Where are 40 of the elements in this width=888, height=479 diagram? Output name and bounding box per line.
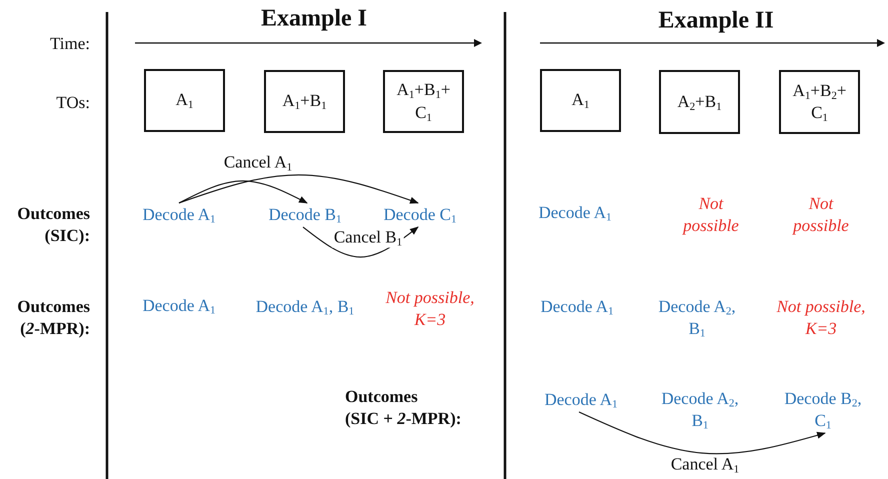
process-box xyxy=(779,70,860,134)
outcome-text: Decode B$_{1}$ xyxy=(250,204,360,226)
box-label: A$_{1}$+B$_{2}$+ C$_{1}$ xyxy=(792,80,848,124)
arrow xyxy=(578,412,826,454)
outcome-note: Not possible, K=3 xyxy=(384,286,476,331)
outcome-note: Not possible xyxy=(791,192,850,237)
box-label: A$_{1}$ xyxy=(176,89,194,112)
box-label: A$_{1}$+B$_{1}$+ C$_{1}$ xyxy=(396,79,452,124)
outcome-note: Not possible xyxy=(681,192,740,237)
row-label: Outcomes (SIC + 2-MPR): xyxy=(345,386,462,430)
section-heading: Example I xyxy=(260,4,368,34)
row-label: Time: xyxy=(48,32,90,55)
edge-label: Cancel B$_{1}$ xyxy=(332,228,404,248)
outcome-note: Not possible, K=3 xyxy=(776,296,866,340)
outcome-text: Decode A$_{1}$ xyxy=(124,204,234,226)
row-label: Outcomes (SIC): xyxy=(16,202,90,247)
process-box xyxy=(264,70,345,133)
process-box xyxy=(659,70,740,134)
row-label: TOs: xyxy=(55,92,90,114)
section-heading: Example II xyxy=(657,6,775,36)
edge-label: Cancel A$_{1}$ xyxy=(222,154,294,172)
arrow xyxy=(178,180,308,204)
arrow xyxy=(178,174,419,204)
outcome-text: Decode A$_{1}$ xyxy=(526,388,636,412)
edge-label: Cancel A$_{1}$ xyxy=(668,456,742,474)
outcome-text: Decode A$_{2}$, B$_{1}$ xyxy=(660,388,740,432)
box-label: A$_{1}$+B$_{1}$ xyxy=(282,90,327,113)
row-label: Outcomes (2-MPR): xyxy=(16,296,90,340)
outcome-text: Decode A$_{1}$ xyxy=(141,294,217,318)
outcome-text: Decode C$_{1}$ xyxy=(365,204,475,226)
process-box xyxy=(144,69,225,132)
outcome-text: Decode A$_{1}$ xyxy=(537,202,613,224)
outcome-text: Decode A$_{1}$, B$_{1}$ xyxy=(254,296,356,318)
outcome-text: Decode B$_{2}$, C$_{1}$ xyxy=(778,388,868,432)
process-box xyxy=(383,70,464,133)
box-label: A$_{2}$+B$_{1}$ xyxy=(677,90,722,114)
process-box xyxy=(540,69,621,132)
outcome-text: Decode A$_{2}$, B$_{1}$ xyxy=(657,296,737,340)
outcome-text: Decode A$_{1}$ xyxy=(539,296,615,318)
box-label: A$_{1}$ xyxy=(572,89,590,112)
